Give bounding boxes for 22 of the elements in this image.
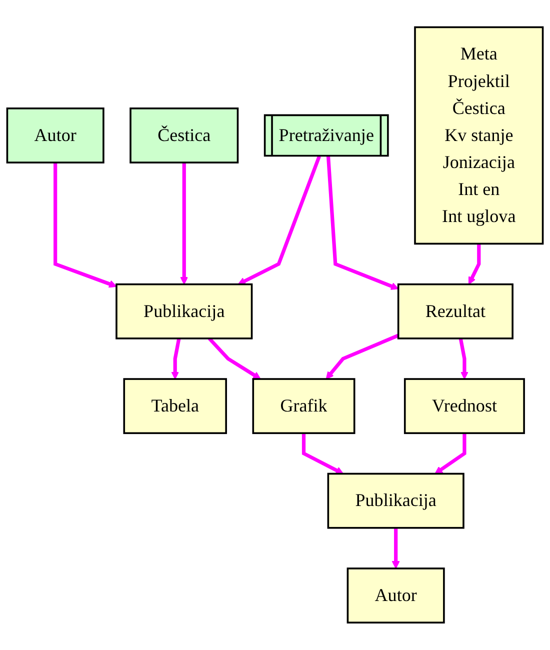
arrow (238, 156, 321, 285)
node-box: Čestica (130, 108, 239, 164)
arrow (458, 338, 468, 380)
arrow (392, 528, 400, 569)
arrow (302, 433, 344, 474)
node-box: Rezultat (397, 284, 514, 340)
arrow (326, 156, 399, 290)
arrow (54, 162, 117, 288)
arrow (468, 244, 481, 285)
arrow (434, 433, 466, 474)
arrow (180, 162, 188, 285)
node-box: Meta Projektil Čestica Kv stanje Jonizacija Int en Int uglova (414, 26, 544, 245)
arrow (171, 338, 181, 380)
node-box: Tabela (123, 378, 227, 434)
node-box: Publikacija (116, 284, 253, 340)
arrow (326, 334, 400, 380)
node-box: Publikacija (327, 472, 464, 529)
node-box: Autor (6, 108, 104, 164)
node-box: Grafik (252, 378, 356, 434)
node-box: Autor (346, 568, 445, 624)
node-box: Vrednost (404, 378, 525, 434)
arrow (208, 337, 261, 380)
